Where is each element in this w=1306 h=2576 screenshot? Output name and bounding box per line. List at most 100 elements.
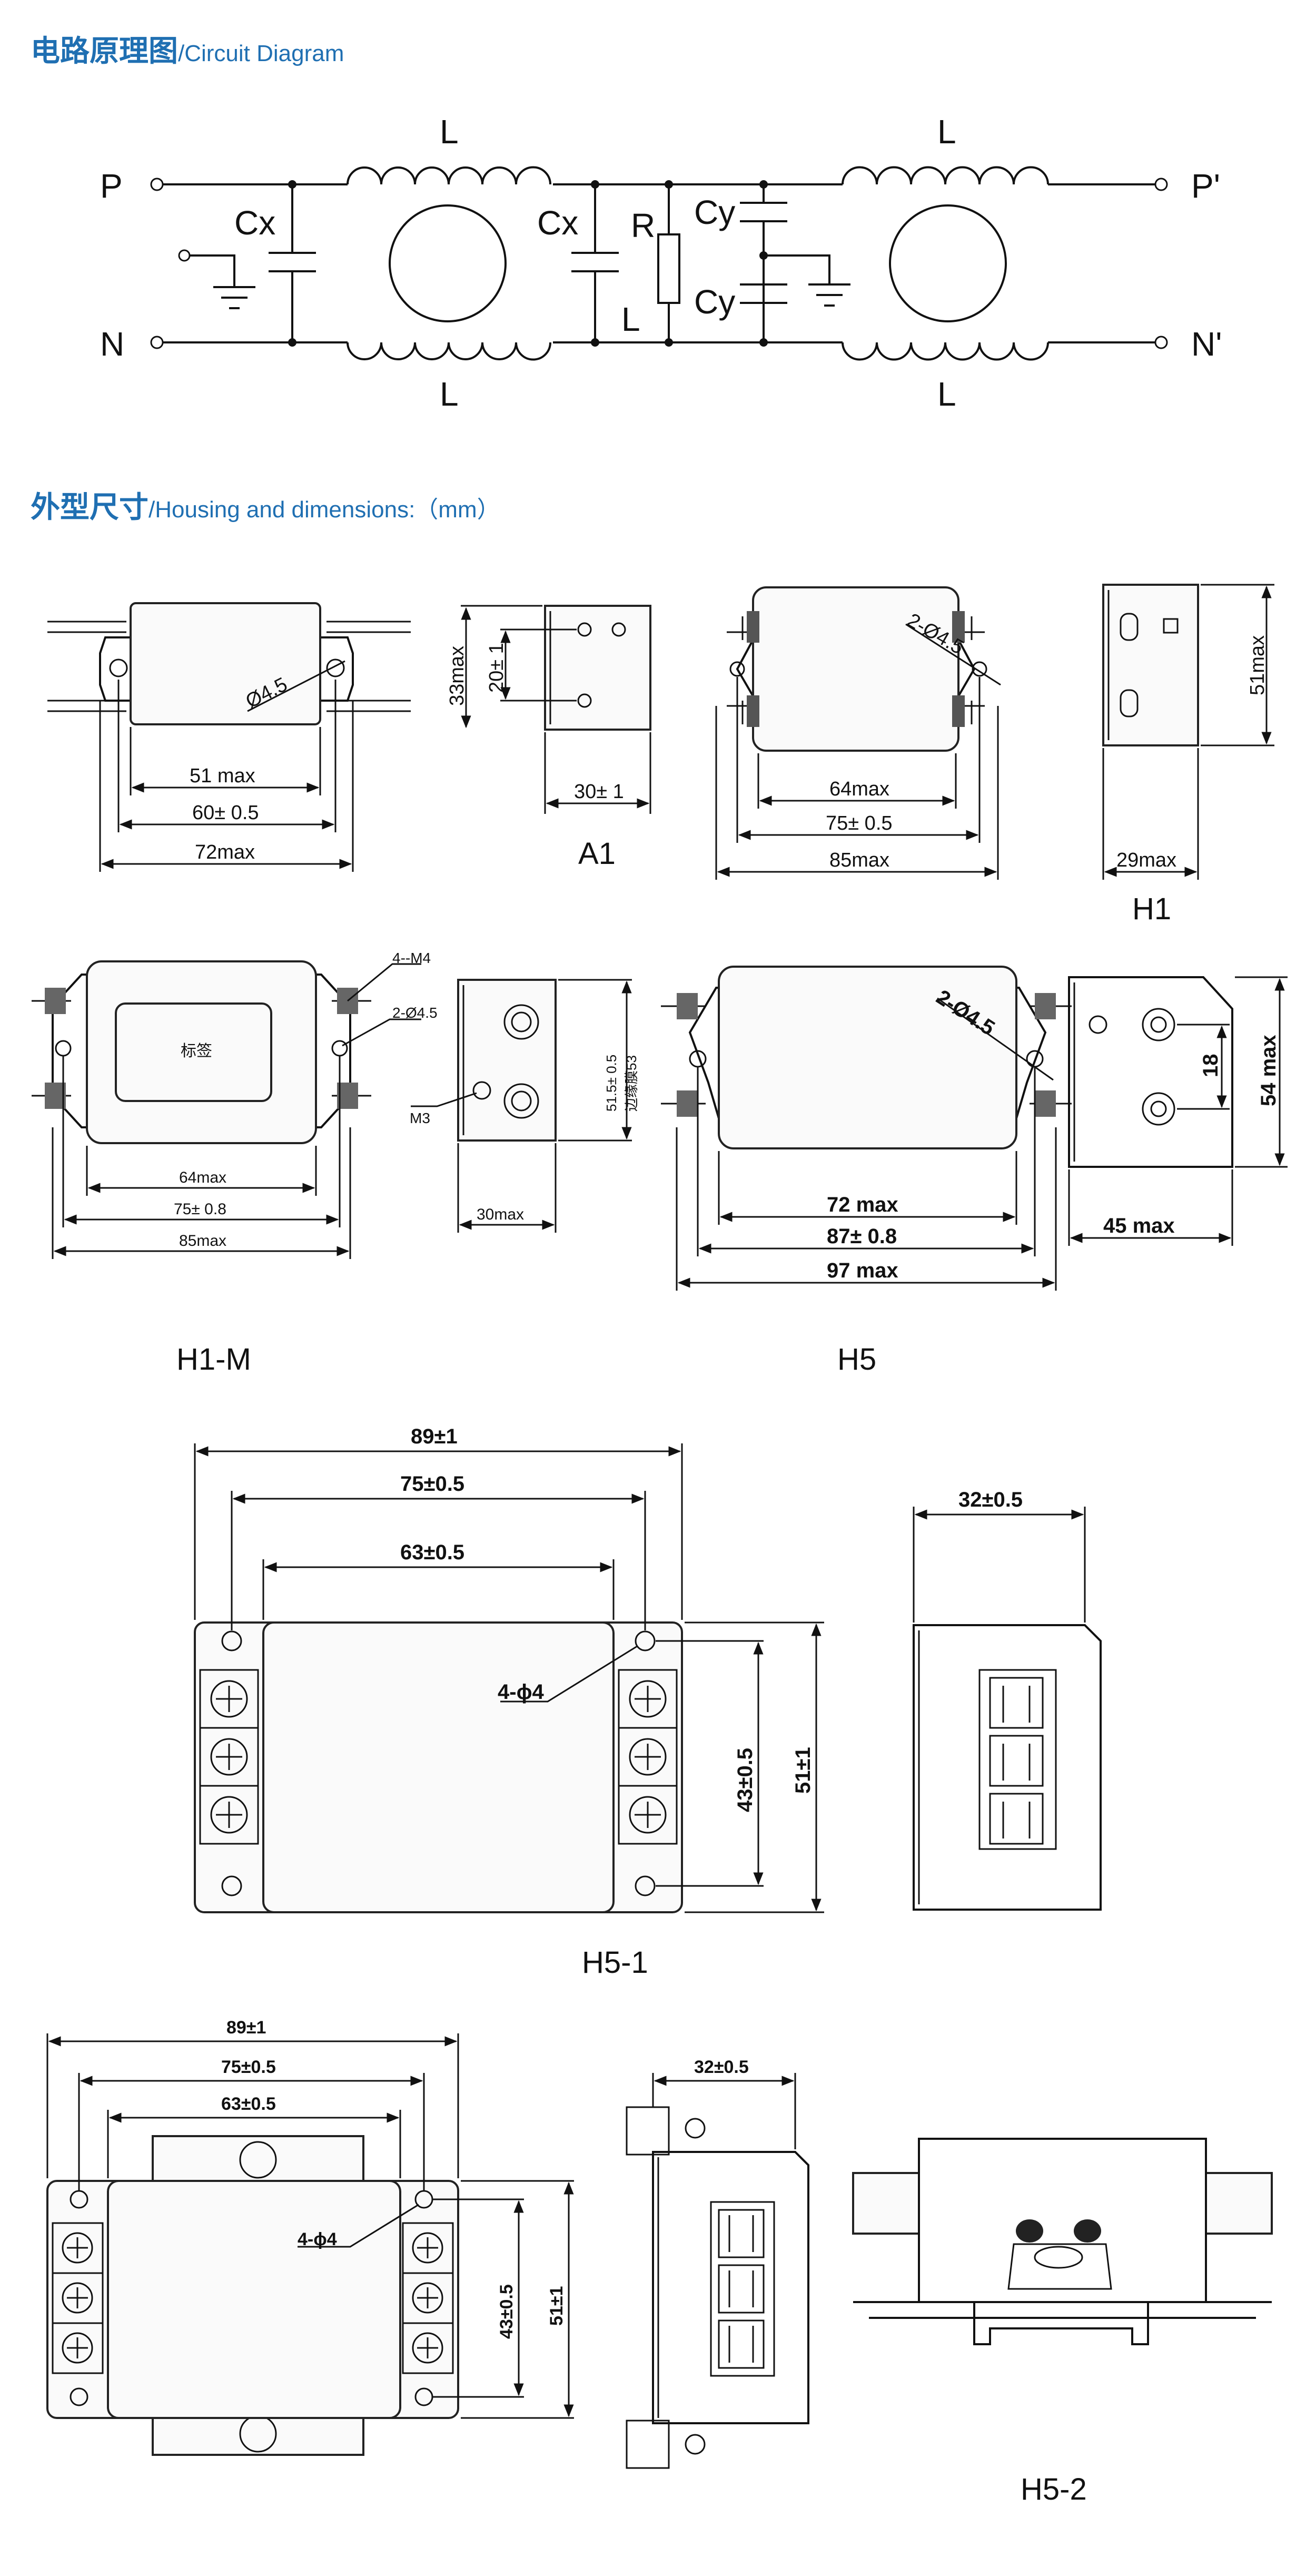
- model-h51-drawing: 4-ϕ4 89±1 75±0.5 63±0.5 43±0.5 51±1 32±0…: [194, 1425, 1102, 1980]
- main-leader: [247, 660, 345, 712]
- inductor-l2-top: [842, 166, 1049, 185]
- h1m-m3-leader: [411, 1092, 477, 1107]
- h5t-hole: [972, 661, 987, 677]
- inductor-l2-bottom: [842, 342, 1049, 361]
- h1m-side-terminal: [503, 1083, 539, 1119]
- a1-extension-lines: [461, 605, 651, 814]
- h5-height-18: 18: [1199, 1054, 1222, 1078]
- h5-caption: H5: [837, 1342, 876, 1377]
- h52-side-body: [652, 2151, 809, 2424]
- circuit-diagram: P N P' N' L L L L Cx Cx: [100, 113, 1222, 413]
- housing-heading-en: /Housing and dimensions:（mm）: [149, 497, 500, 523]
- h51-hole-label: 4-ϕ4: [498, 1680, 545, 1704]
- h5t-leader: [905, 623, 1001, 686]
- a1-terminal: [611, 622, 626, 637]
- main-body: [130, 602, 321, 725]
- h5-width-72: 72 max: [827, 1193, 898, 1216]
- main-width-72: 72max: [195, 841, 255, 863]
- h52-width-32: 32±0.5: [694, 2057, 749, 2077]
- h1-terminal: [1120, 689, 1139, 717]
- h1m-height-51: 51.5± 0.5: [603, 1055, 619, 1112]
- label-cx1: Cx: [234, 204, 275, 242]
- h1m-side-terminal: [511, 1011, 532, 1033]
- h51-hole: [221, 1630, 242, 1651]
- node-dot: [665, 338, 673, 347]
- h52-width-63: 63±0.5: [221, 2094, 276, 2114]
- h5-nut: [677, 993, 698, 1019]
- label-l-top-right: L: [937, 113, 956, 151]
- label-l-bottom-left: L: [440, 375, 459, 413]
- main-width-60: 60± 0.5: [192, 802, 259, 824]
- h52-din-clip-top: [152, 2135, 364, 2185]
- h51-terminals-left: [199, 1669, 259, 1845]
- h1-extension-lines: [1102, 584, 1274, 880]
- h51-terminals-right: [618, 1669, 678, 1845]
- h51-width-75: 75±0.5: [400, 1472, 464, 1496]
- h52-side-terminals: [710, 2201, 775, 2377]
- h5-width-45: 45 max: [1103, 1214, 1175, 1237]
- h51-caption: H5-1: [582, 1945, 648, 1980]
- h1m-height-53: 边缘膜53: [624, 1055, 639, 1112]
- h5-nut: [677, 1090, 698, 1117]
- circuit-heading-zh: 电路原理图: [31, 34, 178, 68]
- h5-side-terminal: [1150, 1100, 1167, 1117]
- h1m-hole: [55, 1040, 72, 1057]
- inductor-l1-bottom: [347, 342, 551, 361]
- h51-width-89: 89±1: [411, 1425, 458, 1448]
- h5-side-terminal: [1142, 1008, 1175, 1041]
- model-h52-drawing: 4-ϕ4 89±1 75±0.5 63±0.5 43±0.5 51±1 32±0…: [46, 2018, 1273, 2506]
- h1-terminal: [1120, 613, 1139, 641]
- h5-leader: [937, 997, 1054, 1081]
- h1m-leaders: [342, 963, 421, 1047]
- h5-height-54: 54 max: [1257, 1035, 1280, 1106]
- h52-width-89: 89±1: [226, 2018, 266, 2038]
- resistor-r: [657, 233, 680, 304]
- h52-extension-lines: [46, 2033, 459, 2191]
- housing-heading-zh: 外型尺寸: [31, 490, 149, 525]
- h5-extension-lines: [676, 1067, 1057, 1291]
- model-h1m-drawing: 标签 4--M4 2-Ø4.5 64max 75± 0.8 85max M3 5…: [32, 950, 639, 1377]
- h5-side-screw: [1089, 1015, 1107, 1034]
- label-cy-bottom: Cy: [694, 283, 735, 321]
- h5t-terminal: [952, 695, 965, 727]
- model-h1-drawing: 51max 29max H1: [1102, 584, 1274, 926]
- h52-hole-label: 4-ϕ4: [298, 2229, 337, 2249]
- core-left: [389, 204, 507, 322]
- h52-side-clip-screw: [685, 2118, 706, 2139]
- node-dot: [288, 338, 296, 347]
- h51-extension-lines: [194, 1443, 683, 1630]
- h1m-width-64: 64max: [179, 1169, 226, 1186]
- a1-terminal: [577, 693, 592, 708]
- a1-height-33: 33max: [446, 646, 468, 706]
- h5t-body: [752, 586, 959, 752]
- h1-switch: [1163, 618, 1179, 634]
- h51-side-terminals: [978, 1669, 1057, 1850]
- h51-hole: [635, 1875, 656, 1896]
- node-dot: [288, 180, 296, 189]
- h1-height-51: 51max: [1246, 635, 1269, 695]
- h52-clip-screw: [239, 2141, 277, 2179]
- h1m-nut: [45, 988, 66, 1014]
- h1m-side-body: [457, 979, 557, 1142]
- housing-heading: 外型尺寸/Housing and dimensions:（mm）: [31, 484, 500, 526]
- h52-side-clip-screw: [685, 2434, 706, 2455]
- circuit-heading-en: /Circuit Diagram: [178, 41, 344, 66]
- h51-width-63: 63±0.5: [400, 1541, 464, 1564]
- h51-height-43: 43±0.5: [734, 1748, 757, 1812]
- node-dot: [591, 180, 599, 189]
- h1m-m3-label: M3: [410, 1110, 430, 1126]
- terminal-p-out: [1154, 178, 1168, 191]
- main-hole-left: [109, 658, 128, 677]
- h5t-width-85: 85max: [829, 849, 889, 871]
- h1m-width-30: 30max: [477, 1206, 524, 1223]
- h1-side-body: [1102, 584, 1199, 746]
- h51-leader: [500, 1645, 638, 1703]
- h5-nut: [1035, 1090, 1056, 1117]
- terminal-n: [150, 336, 164, 349]
- h5-side-terminal: [1142, 1092, 1175, 1126]
- h1m-screw-label: 4--M4: [392, 950, 431, 966]
- h1m-hole: [331, 1040, 348, 1057]
- h5t-terminal: [952, 611, 965, 643]
- model-main-drawing: Ø4.5 51 max 60± 0.5 72max: [47, 602, 411, 872]
- a1-height-20: 20± 1: [486, 643, 508, 693]
